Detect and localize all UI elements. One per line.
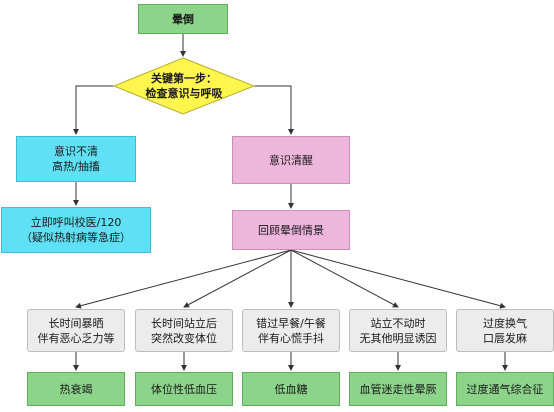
- scenario-2-line-2: 突然改变体位: [151, 331, 217, 345]
- connector-recall-scenario-5: [290, 249, 506, 309]
- diagnosis-2-label: 体位性低血压: [151, 382, 217, 396]
- diagnosis-3-label: 低血糖: [274, 382, 308, 396]
- scenario-3-line-1: 错过早餐/午餐: [256, 316, 326, 330]
- decision-label: 关键第一步： 检查意识与呼吸: [114, 60, 254, 112]
- scenario-node-3: 错过早餐/午餐 伴有心慌手抖: [242, 309, 340, 352]
- decision-diamond: [112, 57, 256, 115]
- start-node: 晕倒: [138, 4, 228, 34]
- connector-recall-scenario-4: [290, 249, 399, 308]
- diagnosis-4-label: 血管迷走性晕厥: [359, 382, 437, 396]
- scenario-3-line-2: 伴有心慌手抖: [258, 331, 324, 345]
- diagnosis-1-label: 热衰竭: [59, 382, 93, 396]
- decision-line-1: 关键第一步：: [151, 72, 217, 85]
- scenario-5-line-1: 过度换气: [483, 316, 527, 330]
- diagnosis-node-5: 过度通气综合征: [456, 372, 554, 406]
- scenario-node-5: 过度换气 口唇发麻: [456, 309, 554, 352]
- connector-decision-conscious: [254, 85, 294, 135]
- emergency-line-1: 立即呼叫校医/120: [30, 216, 122, 229]
- diagnosis-node-1: 热衰竭: [27, 372, 125, 406]
- decision-line-2: 检查意识与呼吸: [145, 87, 223, 100]
- connector-recall-scenario-2: [183, 249, 292, 308]
- scenario-node-1: 长时间暴晒 伴有恶心乏力等: [27, 309, 125, 352]
- unconscious-node: 意识不清 高热/抽搐: [16, 136, 136, 182]
- connector-decision-unconscious: [73, 85, 114, 135]
- recall-node: 回顾晕倒情景: [232, 210, 350, 250]
- scenario-4-line-2: 无其他明显诱因: [359, 331, 437, 345]
- scenario-node-4: 站立不动时 无其他明显诱因: [349, 309, 447, 352]
- scenario-4-line-1: 站立不动时: [370, 316, 426, 330]
- scenario-1-line-2: 伴有恶心乏力等: [37, 331, 115, 345]
- unconscious-line-1: 意识不清: [54, 145, 98, 158]
- recall-label: 回顾晕倒情景: [258, 223, 324, 237]
- diagnosis-node-3: 低血糖: [242, 372, 340, 406]
- scenario-node-2: 长时间站立后 突然改变体位: [135, 309, 233, 352]
- conscious-node: 意识清醒: [232, 136, 350, 184]
- conscious-label: 意识清醒: [269, 153, 313, 167]
- diagnosis-5-label: 过度通气综合征: [466, 382, 544, 396]
- start-label: 晕倒: [172, 12, 194, 26]
- unconscious-line-2: 高热/抽搐: [52, 160, 100, 173]
- emergency-node: 立即呼叫校医/120 （疑似热射病等急症）: [1, 207, 151, 253]
- scenario-2-line-1: 长时间站立后: [151, 316, 217, 330]
- scenario-5-line-2: 口唇发麻: [483, 331, 527, 345]
- connector-recall-scenario-1: [75, 249, 292, 309]
- scenario-1-line-1: 长时间暴晒: [48, 316, 104, 330]
- diagnosis-node-4: 血管迷走性晕厥: [349, 372, 447, 406]
- diagnosis-node-2: 体位性低血压: [135, 372, 233, 406]
- emergency-line-2: （疑似热射病等急症）: [21, 231, 131, 244]
